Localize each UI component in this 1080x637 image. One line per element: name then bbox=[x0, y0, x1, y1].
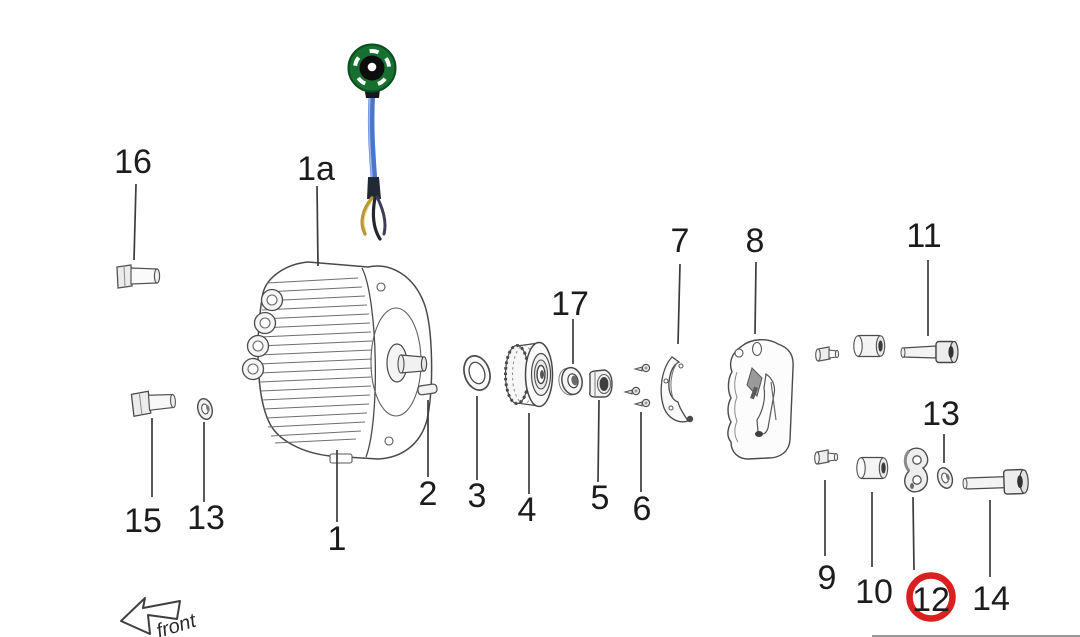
callout-labels: 16 1a 1 15 13 2 3 4 17 5 6 7 8 11 13 9 1… bbox=[114, 143, 1010, 619]
part-2-pin bbox=[417, 383, 438, 396]
callout-8: 8 bbox=[746, 222, 765, 260]
callout-14: 14 bbox=[972, 580, 1010, 618]
part-14-bolt bbox=[962, 468, 1029, 495]
leader-16 bbox=[133, 183, 137, 261]
sensor-assembly bbox=[347, 43, 397, 241]
motor-cover-seam bbox=[361, 267, 376, 458]
small-bolt-upper bbox=[815, 346, 840, 362]
callout-16: 16 bbox=[114, 143, 152, 181]
part-16-bolt bbox=[116, 264, 161, 289]
front-direction-arrow: front bbox=[120, 597, 200, 637]
callout-15: 15 bbox=[124, 502, 162, 540]
sensor-wire-yellow bbox=[360, 196, 374, 236]
sensor-cable-highlight bbox=[368, 92, 373, 180]
leader-lines bbox=[133, 183, 991, 577]
callout-2: 2 bbox=[419, 475, 438, 513]
part-12-bracket bbox=[903, 447, 929, 493]
part-10-spacer bbox=[856, 456, 889, 480]
sensor-wire-strand bbox=[363, 202, 372, 231]
highlight-circle-part-12 bbox=[906, 572, 956, 622]
spacer-upper bbox=[853, 334, 886, 358]
part-8-cover bbox=[727, 339, 794, 460]
sensor-cable-sheath bbox=[367, 177, 381, 199]
callout-10: 10 bbox=[855, 573, 893, 611]
arrow-shape bbox=[120, 597, 181, 635]
part-17-washer bbox=[558, 366, 583, 396]
sensor-wire-black bbox=[371, 196, 382, 241]
part-4-pulley bbox=[504, 341, 554, 408]
motor-fins bbox=[258, 277, 373, 444]
leader-5 bbox=[597, 399, 600, 483]
callout-4: 4 bbox=[518, 491, 537, 529]
callout-7: 7 bbox=[671, 222, 690, 260]
callout-13-left: 13 bbox=[187, 499, 225, 537]
callout-1a: 1a bbox=[297, 150, 335, 188]
sensor-wire-blue bbox=[375, 195, 387, 236]
part-7-bracket bbox=[660, 356, 694, 423]
cover-outline bbox=[727, 339, 794, 460]
part-5-nut bbox=[589, 369, 613, 398]
part-13-nut-right bbox=[936, 467, 954, 489]
sensor-head-hole bbox=[367, 62, 377, 72]
callout-1: 1 bbox=[328, 520, 347, 558]
leader-7 bbox=[677, 263, 681, 345]
callout-6: 6 bbox=[633, 490, 652, 528]
callout-3: 3 bbox=[468, 477, 487, 515]
part-15-bolt bbox=[130, 390, 176, 418]
part-3-ring bbox=[463, 355, 491, 391]
sensor-head-dash-highlight bbox=[353, 49, 391, 87]
leader-12 bbox=[912, 496, 915, 571]
leader-8 bbox=[754, 261, 757, 335]
part-11-bolt bbox=[900, 340, 959, 364]
motor-terminals bbox=[241, 288, 284, 381]
part-1-motor bbox=[241, 261, 433, 464]
part-6-screws bbox=[623, 363, 651, 408]
callout-13-right: 13 bbox=[922, 395, 960, 433]
callout-12: 12 bbox=[912, 581, 950, 619]
leader-1a bbox=[316, 185, 319, 267]
sensor-cable bbox=[367, 88, 378, 184]
part-9-bolt bbox=[814, 449, 839, 465]
callout-5: 5 bbox=[591, 479, 610, 517]
callout-9: 9 bbox=[818, 559, 837, 597]
callout-17: 17 bbox=[551, 285, 589, 323]
part-13-nut-left bbox=[197, 397, 213, 421]
callout-11: 11 bbox=[906, 217, 941, 255]
